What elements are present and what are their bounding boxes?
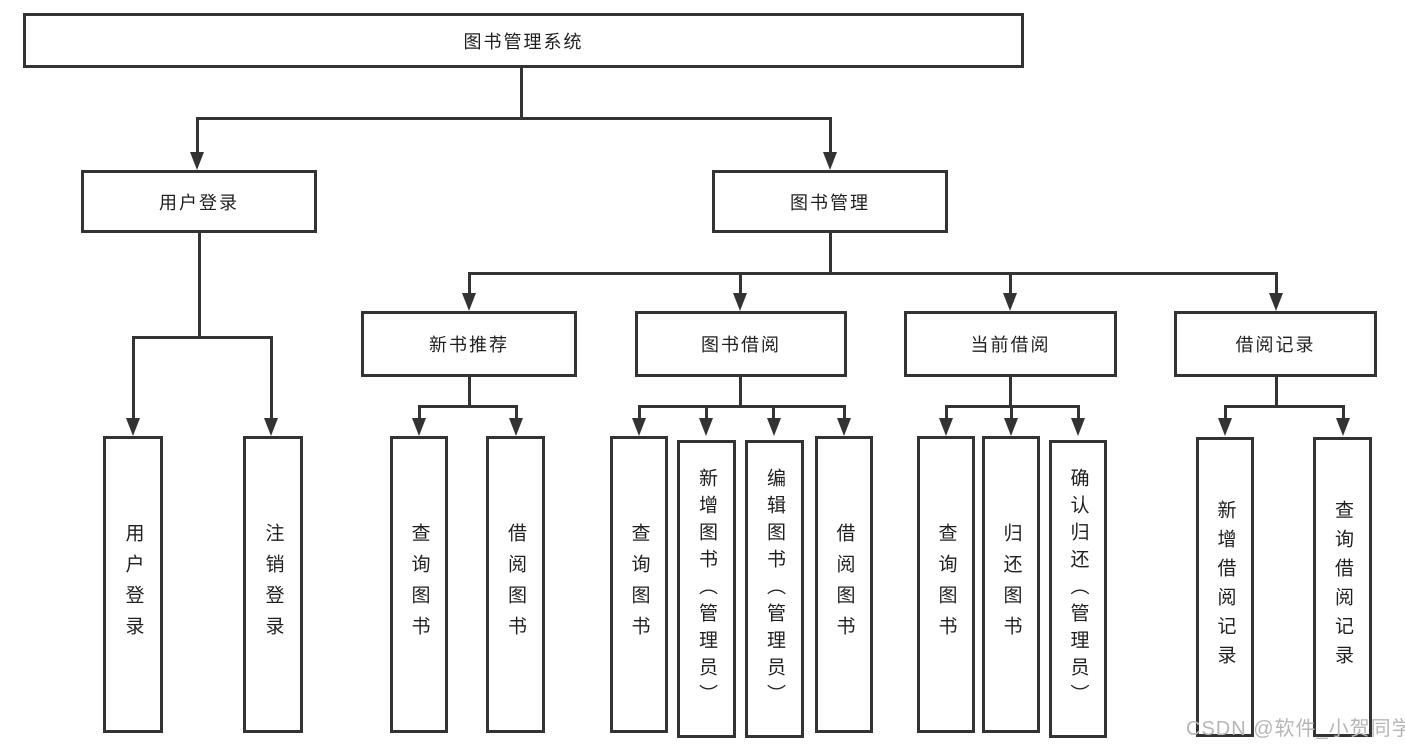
arrowhead <box>509 418 523 436</box>
arrowhead <box>632 418 646 436</box>
node-library-system: 图书管理系统 <box>23 13 1024 68</box>
connector-line <box>196 117 832 120</box>
connector-line <box>739 272 742 294</box>
leaf-confirm-return-admin-label: 确认归还（管理员） <box>1067 467 1089 711</box>
connector-line <box>418 405 518 408</box>
arrowhead <box>126 418 140 436</box>
leaf-add-book-admin: 新增图书（管理员） <box>677 440 736 738</box>
arrowhead <box>733 293 747 311</box>
arrowhead <box>412 418 426 436</box>
leaf-query-books-label: 查询图书 <box>628 522 650 647</box>
leaf-confirm-return-admin: 确认归还（管理员） <box>1049 440 1107 738</box>
connector-line <box>843 405 846 419</box>
node-borrowing-records: 借阅记录 <box>1174 311 1377 377</box>
node-current-borrowing-label: 当前借阅 <box>970 335 1051 355</box>
node-new-book-recommendation-label: 新书推荐 <box>429 335 509 355</box>
connector-line <box>1342 405 1345 419</box>
connector-line <box>705 405 708 419</box>
arrowhead <box>767 418 781 436</box>
arrowhead <box>837 418 851 436</box>
connector-line <box>739 377 742 407</box>
node-book-management-label: 图书管理 <box>790 192 870 213</box>
leaf-user-login-label: 用户登录 <box>122 522 144 647</box>
arrowhead <box>190 152 204 170</box>
connector-line <box>1077 405 1080 419</box>
connector-line <box>772 405 775 419</box>
leaf-query-books: 查询图书 <box>917 436 975 733</box>
leaf-edit-book-admin-label: 编辑图书（管理员） <box>764 467 785 711</box>
connector-line <box>198 233 201 337</box>
connector-line <box>829 117 832 153</box>
connector-line <box>132 336 273 339</box>
arrowhead <box>1003 293 1017 311</box>
leaf-query-books: 查询图书 <box>610 436 668 733</box>
connector-line <box>1009 272 1012 294</box>
watermark: CSDN @软件_小贺同学 <box>1186 718 1405 740</box>
leaf-add-borrow-record: 新增借阅记录 <box>1196 437 1254 737</box>
leaf-query-books-label: 查询图书 <box>935 522 957 647</box>
leaf-add-borrow-record-label: 新增借阅记录 <box>1214 500 1236 674</box>
connector-line <box>418 405 421 419</box>
arrowhead <box>264 418 278 436</box>
leaf-query-borrow-record-label: 查询借阅记录 <box>1332 500 1353 674</box>
connector-line <box>520 68 523 118</box>
connector-line <box>515 405 518 419</box>
connector-line <box>1009 377 1012 407</box>
connector-line <box>1275 377 1278 407</box>
connector-line <box>468 272 471 294</box>
connector-line <box>196 117 199 153</box>
node-book-borrowing: 图书借阅 <box>635 311 847 377</box>
connector-line <box>270 336 273 418</box>
connector-line <box>638 405 641 419</box>
connector-line <box>1275 272 1278 294</box>
leaf-borrow-books-label: 借阅图书 <box>505 522 526 647</box>
connector-line <box>945 405 948 419</box>
leaf-edit-book-admin: 编辑图书（管理员） <box>745 440 804 738</box>
leaf-add-book-admin-label: 新增图书（管理员） <box>696 467 717 711</box>
node-new-book-recommendation: 新书推荐 <box>361 311 577 377</box>
arrowhead <box>1071 418 1085 436</box>
arrowhead <box>823 152 837 170</box>
connector-line <box>1224 405 1344 408</box>
connector-line <box>638 405 846 408</box>
leaf-query-borrow-record: 查询借阅记录 <box>1313 437 1372 737</box>
leaf-borrow-books: 借阅图书 <box>486 436 545 733</box>
connector-line <box>1010 405 1013 419</box>
arrowhead <box>699 418 713 436</box>
connector-line <box>1224 405 1227 419</box>
leaf-return-books-label: 归还图书 <box>1000 522 1022 647</box>
node-library-system-label: 图书管理系统 <box>463 31 584 52</box>
arrowhead <box>1269 293 1283 311</box>
node-borrowing-records-label: 借阅记录 <box>1235 335 1316 355</box>
node-book-borrowing-label: 图书借阅 <box>701 335 781 355</box>
leaf-borrow-books: 借阅图书 <box>815 436 873 733</box>
arrowhead <box>1336 418 1350 436</box>
node-current-borrowing: 当前借阅 <box>904 311 1117 377</box>
leaf-logout-label: 注销登录 <box>262 522 284 647</box>
connector-line <box>829 233 832 274</box>
arrowhead <box>939 418 953 436</box>
arrowhead <box>1218 418 1232 436</box>
leaf-user-login: 用户登录 <box>103 436 163 733</box>
connector-line <box>468 377 471 407</box>
connector-line <box>468 272 1278 275</box>
leaf-query-books-label: 查询图书 <box>408 522 430 647</box>
arrowhead <box>462 293 476 311</box>
connector-line <box>132 336 135 418</box>
node-user-login-label: 用户登录 <box>159 192 239 213</box>
arrowhead <box>1004 418 1018 436</box>
leaf-logout: 注销登录 <box>243 436 303 733</box>
leaf-borrow-books-label: 借阅图书 <box>833 522 855 647</box>
leaf-query-books: 查询图书 <box>390 436 448 733</box>
leaf-return-books: 归还图书 <box>982 436 1040 733</box>
node-user-login: 用户登录 <box>81 170 317 233</box>
node-book-management: 图书管理 <box>712 170 948 233</box>
